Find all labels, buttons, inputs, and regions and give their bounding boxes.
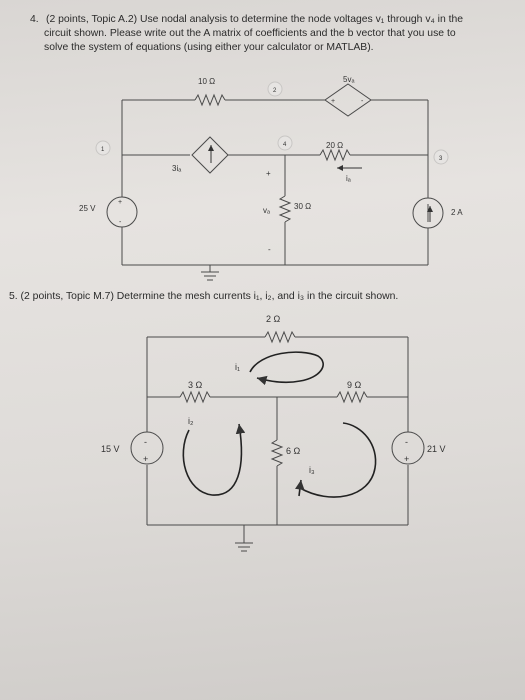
label-i3: i₃ <box>309 465 315 475</box>
label-15v: 15 V <box>101 444 120 454</box>
label-i1: i₁ <box>235 362 240 372</box>
problem-4-number: 4. <box>30 14 39 25</box>
voltage-source-21v <box>391 431 425 465</box>
resistor-2-ohm <box>264 330 296 344</box>
label-10-ohm: 10 Ω <box>198 77 215 86</box>
voltage-source-15v <box>130 431 164 465</box>
label-node-4: 4 <box>283 142 287 148</box>
circuit-mesh <box>130 330 425 552</box>
node-markers <box>95 81 449 165</box>
label-node-2: 2 <box>273 88 277 94</box>
label-source-minus: - <box>119 219 122 226</box>
label-2a: 2 A <box>451 208 463 217</box>
problem-5-heading: 5. (2 points, Topic M.7) Determine the m… <box>9 291 399 302</box>
label-minus: - <box>268 245 271 254</box>
dependent-current-source <box>191 136 229 174</box>
label-25v: 25 V <box>79 204 96 213</box>
resistor-10-ohm <box>194 93 226 107</box>
label-vx: vₐ <box>263 206 271 215</box>
problem-4-line-1: (2 points, Topic A.2) Use nodal analysis… <box>46 14 464 25</box>
node-marker-1 <box>95 140 111 156</box>
label-node-3: 3 <box>439 156 443 162</box>
problem-4-line-2: circuit shown. Please write out the A ma… <box>44 28 456 39</box>
mesh-i3-arrowhead-icon <box>295 479 305 497</box>
node-marker-3 <box>433 149 449 165</box>
dependent-voltage-source <box>324 83 372 117</box>
problem-4-line-3: solve the system of equations (using eit… <box>44 42 374 53</box>
label-5vx: 5vₐ <box>343 75 355 84</box>
current-source-2a <box>412 197 444 229</box>
label-15v-minus: - <box>144 437 147 447</box>
resistor-9-ohm <box>336 390 368 404</box>
label-dep-plus: + <box>331 98 335 105</box>
label-30-ohm: 30 Ω <box>294 202 311 211</box>
label-21v-plus: + <box>404 454 409 464</box>
node-marker-4 <box>277 135 293 151</box>
label-9-ohm: 9 Ω <box>347 380 362 390</box>
node-marker-2 <box>267 81 283 97</box>
label-2-ohm: 2 Ω <box>266 314 281 324</box>
label-6-ohm: 6 Ω <box>286 446 301 456</box>
label-21v: 21 V <box>427 444 446 454</box>
mesh-loop-i2-arrow-icon <box>182 423 246 496</box>
mesh-loop-i1-arrow-icon <box>249 351 324 386</box>
mesh-loop-i3-arrow-icon <box>299 422 377 498</box>
resistor-20-ohm <box>319 148 351 162</box>
label-3-ohm: 3 Ω <box>188 380 203 390</box>
label-dep-minus: - <box>361 98 364 105</box>
resistor-6-ohm <box>270 439 284 467</box>
resistor-30-ohm <box>278 195 292 223</box>
label-21v-minus: - <box>405 437 408 447</box>
label-20-ohm: 20 Ω <box>326 141 343 150</box>
label-15v-plus: + <box>143 454 148 464</box>
resistor-3-ohm <box>179 390 211 404</box>
label-ib: iₐ <box>346 174 352 183</box>
label-plus: + <box>266 169 271 178</box>
voltage-source-25v <box>106 196 138 228</box>
label-3ib: 3iₐ <box>172 164 182 173</box>
label-source-plus: + <box>118 199 122 206</box>
label-i2: i₂ <box>188 416 194 426</box>
label-node-1: 1 <box>101 147 105 153</box>
circuit-nodal <box>106 83 444 281</box>
